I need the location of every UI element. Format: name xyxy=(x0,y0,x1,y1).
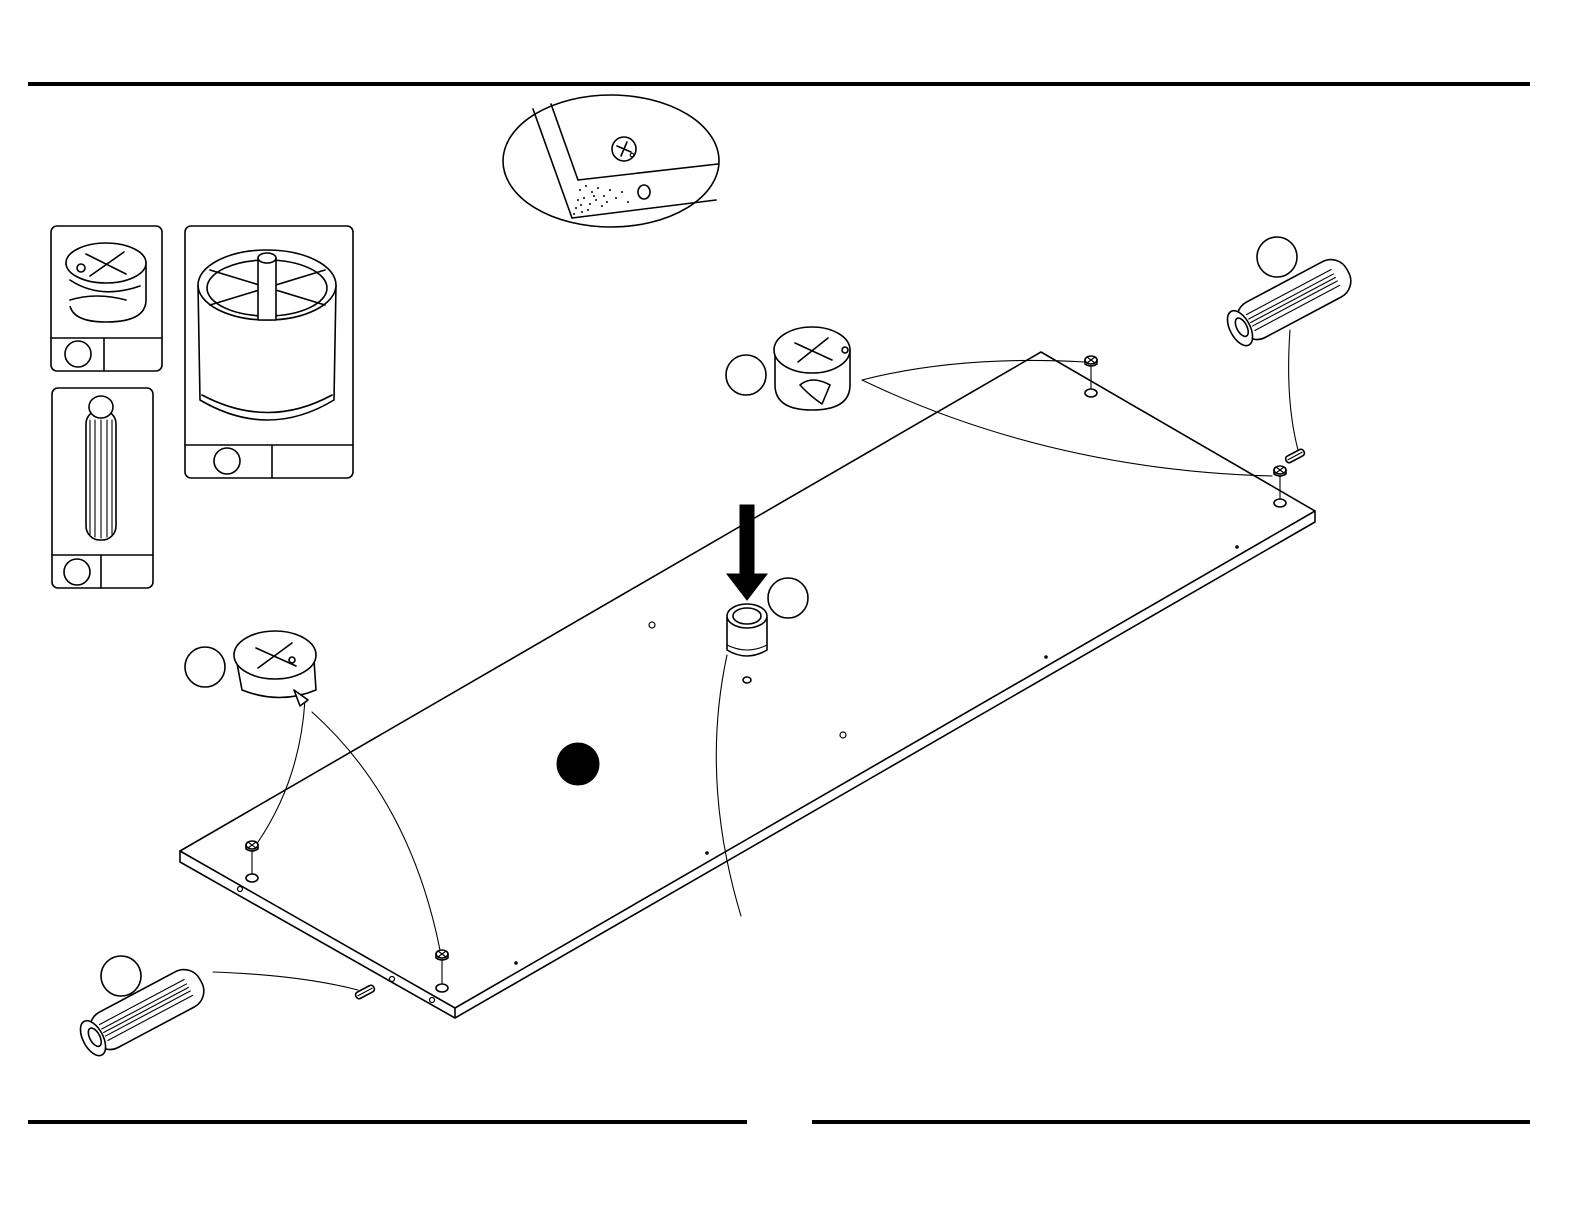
dowel-icon xyxy=(86,396,116,540)
step-marker xyxy=(557,743,599,785)
legend-dowel-letter-circle xyxy=(64,559,90,585)
legend-dowel xyxy=(52,388,153,588)
callout-circle-dowel-top xyxy=(1257,237,1297,277)
legend-cam-lock xyxy=(51,226,162,371)
callout-circle-cam-left xyxy=(185,647,225,687)
cam-lock-callout-top xyxy=(774,327,850,410)
cam-lock-icon xyxy=(66,243,146,322)
legend-cam-lock-letter-circle xyxy=(65,341,91,367)
detail-callout xyxy=(503,95,719,227)
screw-cross-icon xyxy=(612,137,636,161)
callout-circle-cam-top xyxy=(726,355,766,395)
legend-foot xyxy=(185,226,353,478)
cam-lock-callout-left xyxy=(234,631,316,706)
legend-foot-letter-circle xyxy=(214,448,240,474)
plastic-foot-icon xyxy=(198,250,336,420)
panel xyxy=(180,352,1315,1018)
callout-circle-dowel-bottom xyxy=(101,956,141,996)
dowel-callout-bottom xyxy=(75,963,210,1060)
foot-callout xyxy=(727,604,767,656)
